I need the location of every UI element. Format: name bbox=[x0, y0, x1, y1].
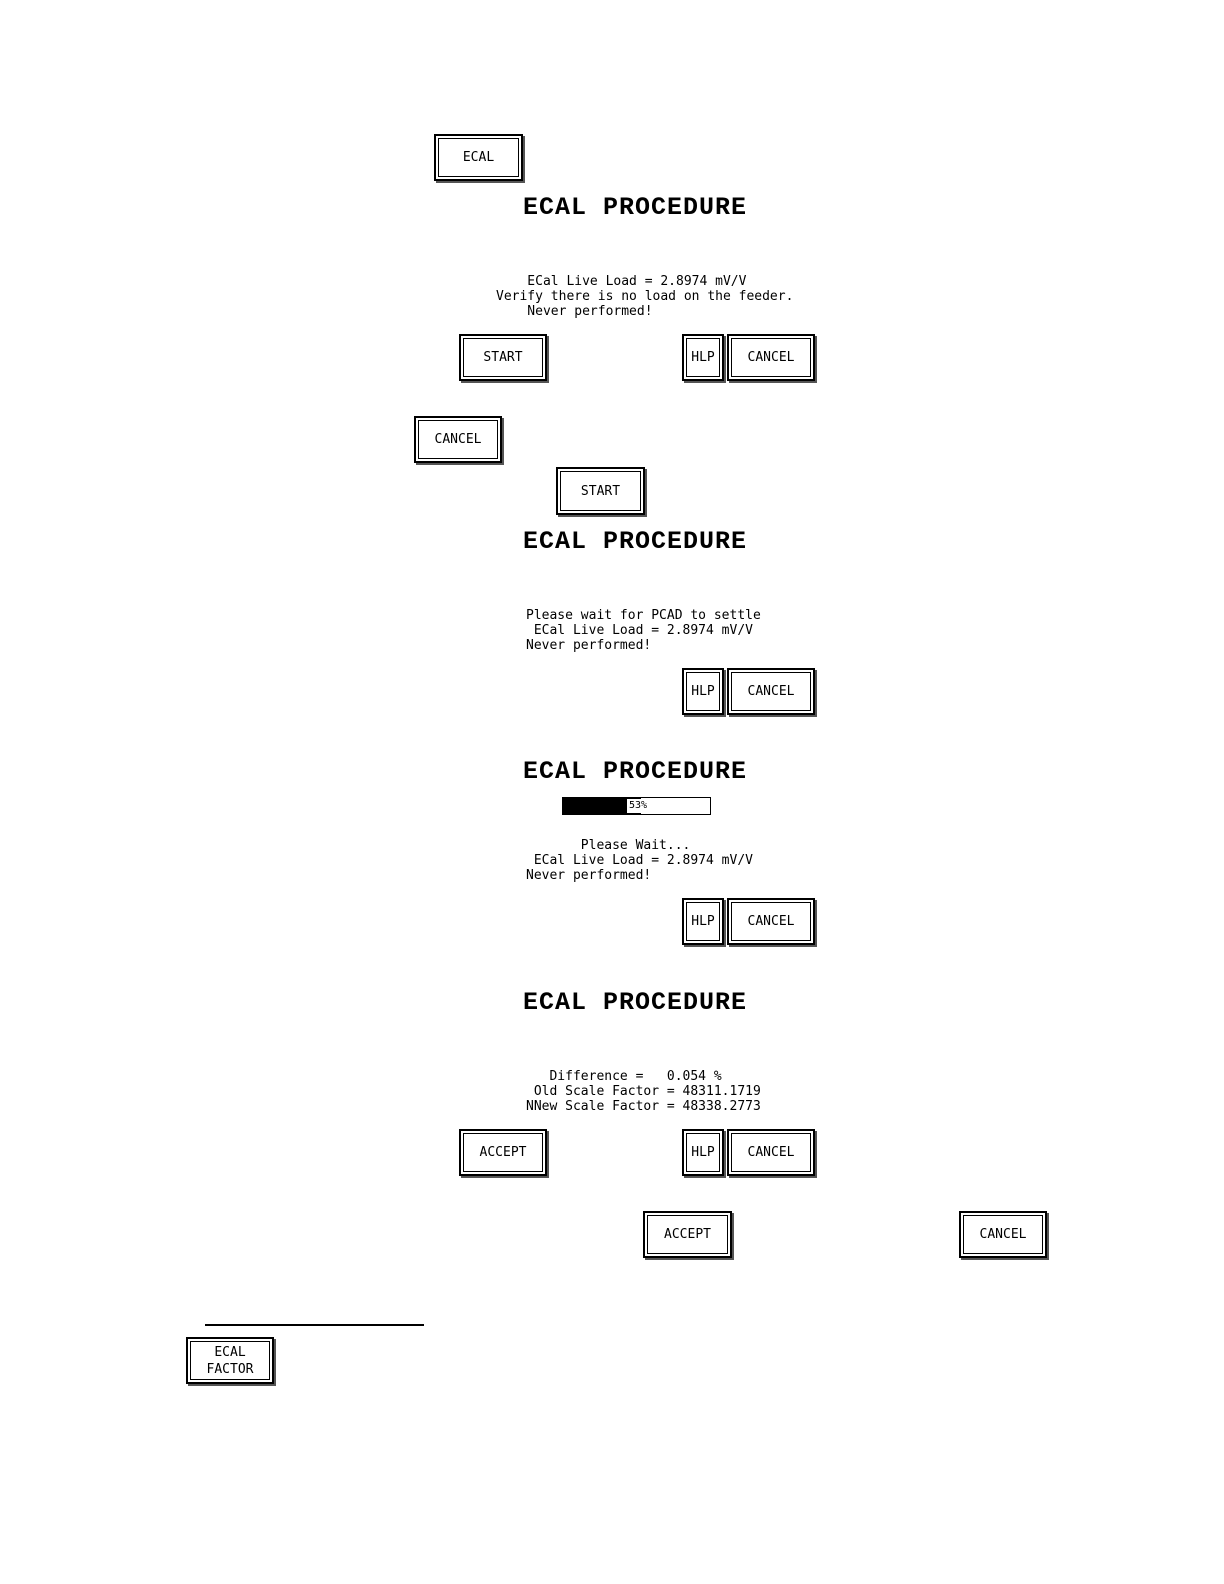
ecal-button[interactable]: ECAL bbox=[434, 134, 523, 181]
divider-rule bbox=[205, 1324, 424, 1326]
screen2-line-2: ECal Live Load = 2.8974 mV/V bbox=[526, 623, 753, 638]
screen2-cancel-label: CANCEL bbox=[747, 684, 795, 699]
screen2-message: Please wait for PCAD to settle ECal Live… bbox=[526, 608, 761, 653]
screen4-accept-button[interactable]: ACCEPT bbox=[459, 1129, 547, 1176]
screen2-title: ECAL PROCEDURE bbox=[522, 527, 748, 556]
screen2-line-3: Never performed! bbox=[526, 638, 652, 653]
screen4-accept-label: ACCEPT bbox=[479, 1145, 527, 1160]
screen3-line-1: Please Wait... bbox=[526, 838, 691, 853]
ecal-factor-label: ECAL FACTOR bbox=[206, 1344, 254, 1377]
accept-key-button[interactable]: ACCEPT bbox=[643, 1211, 732, 1258]
screen2-line-1: Please wait for PCAD to settle bbox=[526, 608, 761, 623]
screen2-hlp-label: HLP bbox=[691, 684, 715, 699]
screen3-line-2: ECal Live Load = 2.8974 mV/V bbox=[526, 853, 753, 868]
screen1-title: ECAL PROCEDURE bbox=[522, 193, 748, 222]
screen1-start-button[interactable]: START bbox=[459, 334, 547, 381]
screen4-hlp-button[interactable]: HLP bbox=[682, 1129, 724, 1176]
ecal-button-label: ECAL bbox=[462, 150, 495, 165]
screen4-message: Difference = 0.054 % Old Scale Factor = … bbox=[526, 1069, 761, 1114]
screen2-cancel-button[interactable]: CANCEL bbox=[727, 668, 815, 715]
screen2-hlp-button[interactable]: HLP bbox=[682, 668, 724, 715]
cancel-key-button[interactable]: CANCEL bbox=[414, 416, 502, 463]
screen4-line-1: Difference = 0.054 % bbox=[526, 1069, 722, 1084]
start-key-label: START bbox=[580, 483, 621, 499]
screen1-cancel-button[interactable]: CANCEL bbox=[727, 334, 815, 381]
ecal-factor-button[interactable]: ECAL FACTOR bbox=[186, 1337, 274, 1384]
screen4-cancel-label: CANCEL bbox=[747, 1145, 795, 1160]
screen1-line-2: Verify there is no load on the feeder. bbox=[496, 289, 794, 304]
screen3-hlp-button[interactable]: HLP bbox=[682, 898, 724, 945]
screen3-title: ECAL PROCEDURE bbox=[522, 757, 748, 786]
cancel-key-2-label: CANCEL bbox=[979, 1227, 1027, 1242]
progress-bar: 53% bbox=[562, 797, 711, 815]
screen4-title: ECAL PROCEDURE bbox=[522, 988, 748, 1017]
progress-fill bbox=[563, 798, 641, 814]
screen3-hlp-label: HLP bbox=[691, 914, 715, 929]
screen4-line-2: Old Scale Factor = 48311.1719 bbox=[526, 1084, 761, 1099]
accept-key-label: ACCEPT bbox=[664, 1227, 711, 1242]
screen1-hlp-button[interactable]: HLP bbox=[682, 334, 724, 381]
screen4-cancel-button[interactable]: CANCEL bbox=[727, 1129, 815, 1176]
screen4-line-3: NNew Scale Factor = 48338.2773 bbox=[526, 1099, 761, 1114]
progress-percent-label: 53% bbox=[627, 799, 650, 813]
screen3-cancel-label: CANCEL bbox=[747, 914, 795, 929]
screen1-line-3: Never performed! bbox=[496, 304, 653, 319]
screen1-line-1: ECal Live Load = 2.8974 mV/V bbox=[496, 274, 747, 289]
screen4-hlp-label: HLP bbox=[691, 1145, 715, 1160]
screen1-cancel-label: CANCEL bbox=[747, 350, 795, 365]
screen3-message: Please Wait... ECal Live Load = 2.8974 m… bbox=[526, 838, 753, 883]
cancel-key-button-2[interactable]: CANCEL bbox=[959, 1211, 1047, 1258]
screen1-message: ECal Live Load = 2.8974 mV/V Verify ther… bbox=[496, 274, 793, 319]
start-key-button[interactable]: START bbox=[556, 467, 645, 515]
screen3-line-3: Never performed! bbox=[526, 868, 652, 883]
screen3-cancel-button[interactable]: CANCEL bbox=[727, 898, 815, 945]
screen1-hlp-label: HLP bbox=[691, 350, 715, 365]
screen1-start-label: START bbox=[483, 350, 523, 365]
cancel-key-label: CANCEL bbox=[434, 432, 482, 447]
